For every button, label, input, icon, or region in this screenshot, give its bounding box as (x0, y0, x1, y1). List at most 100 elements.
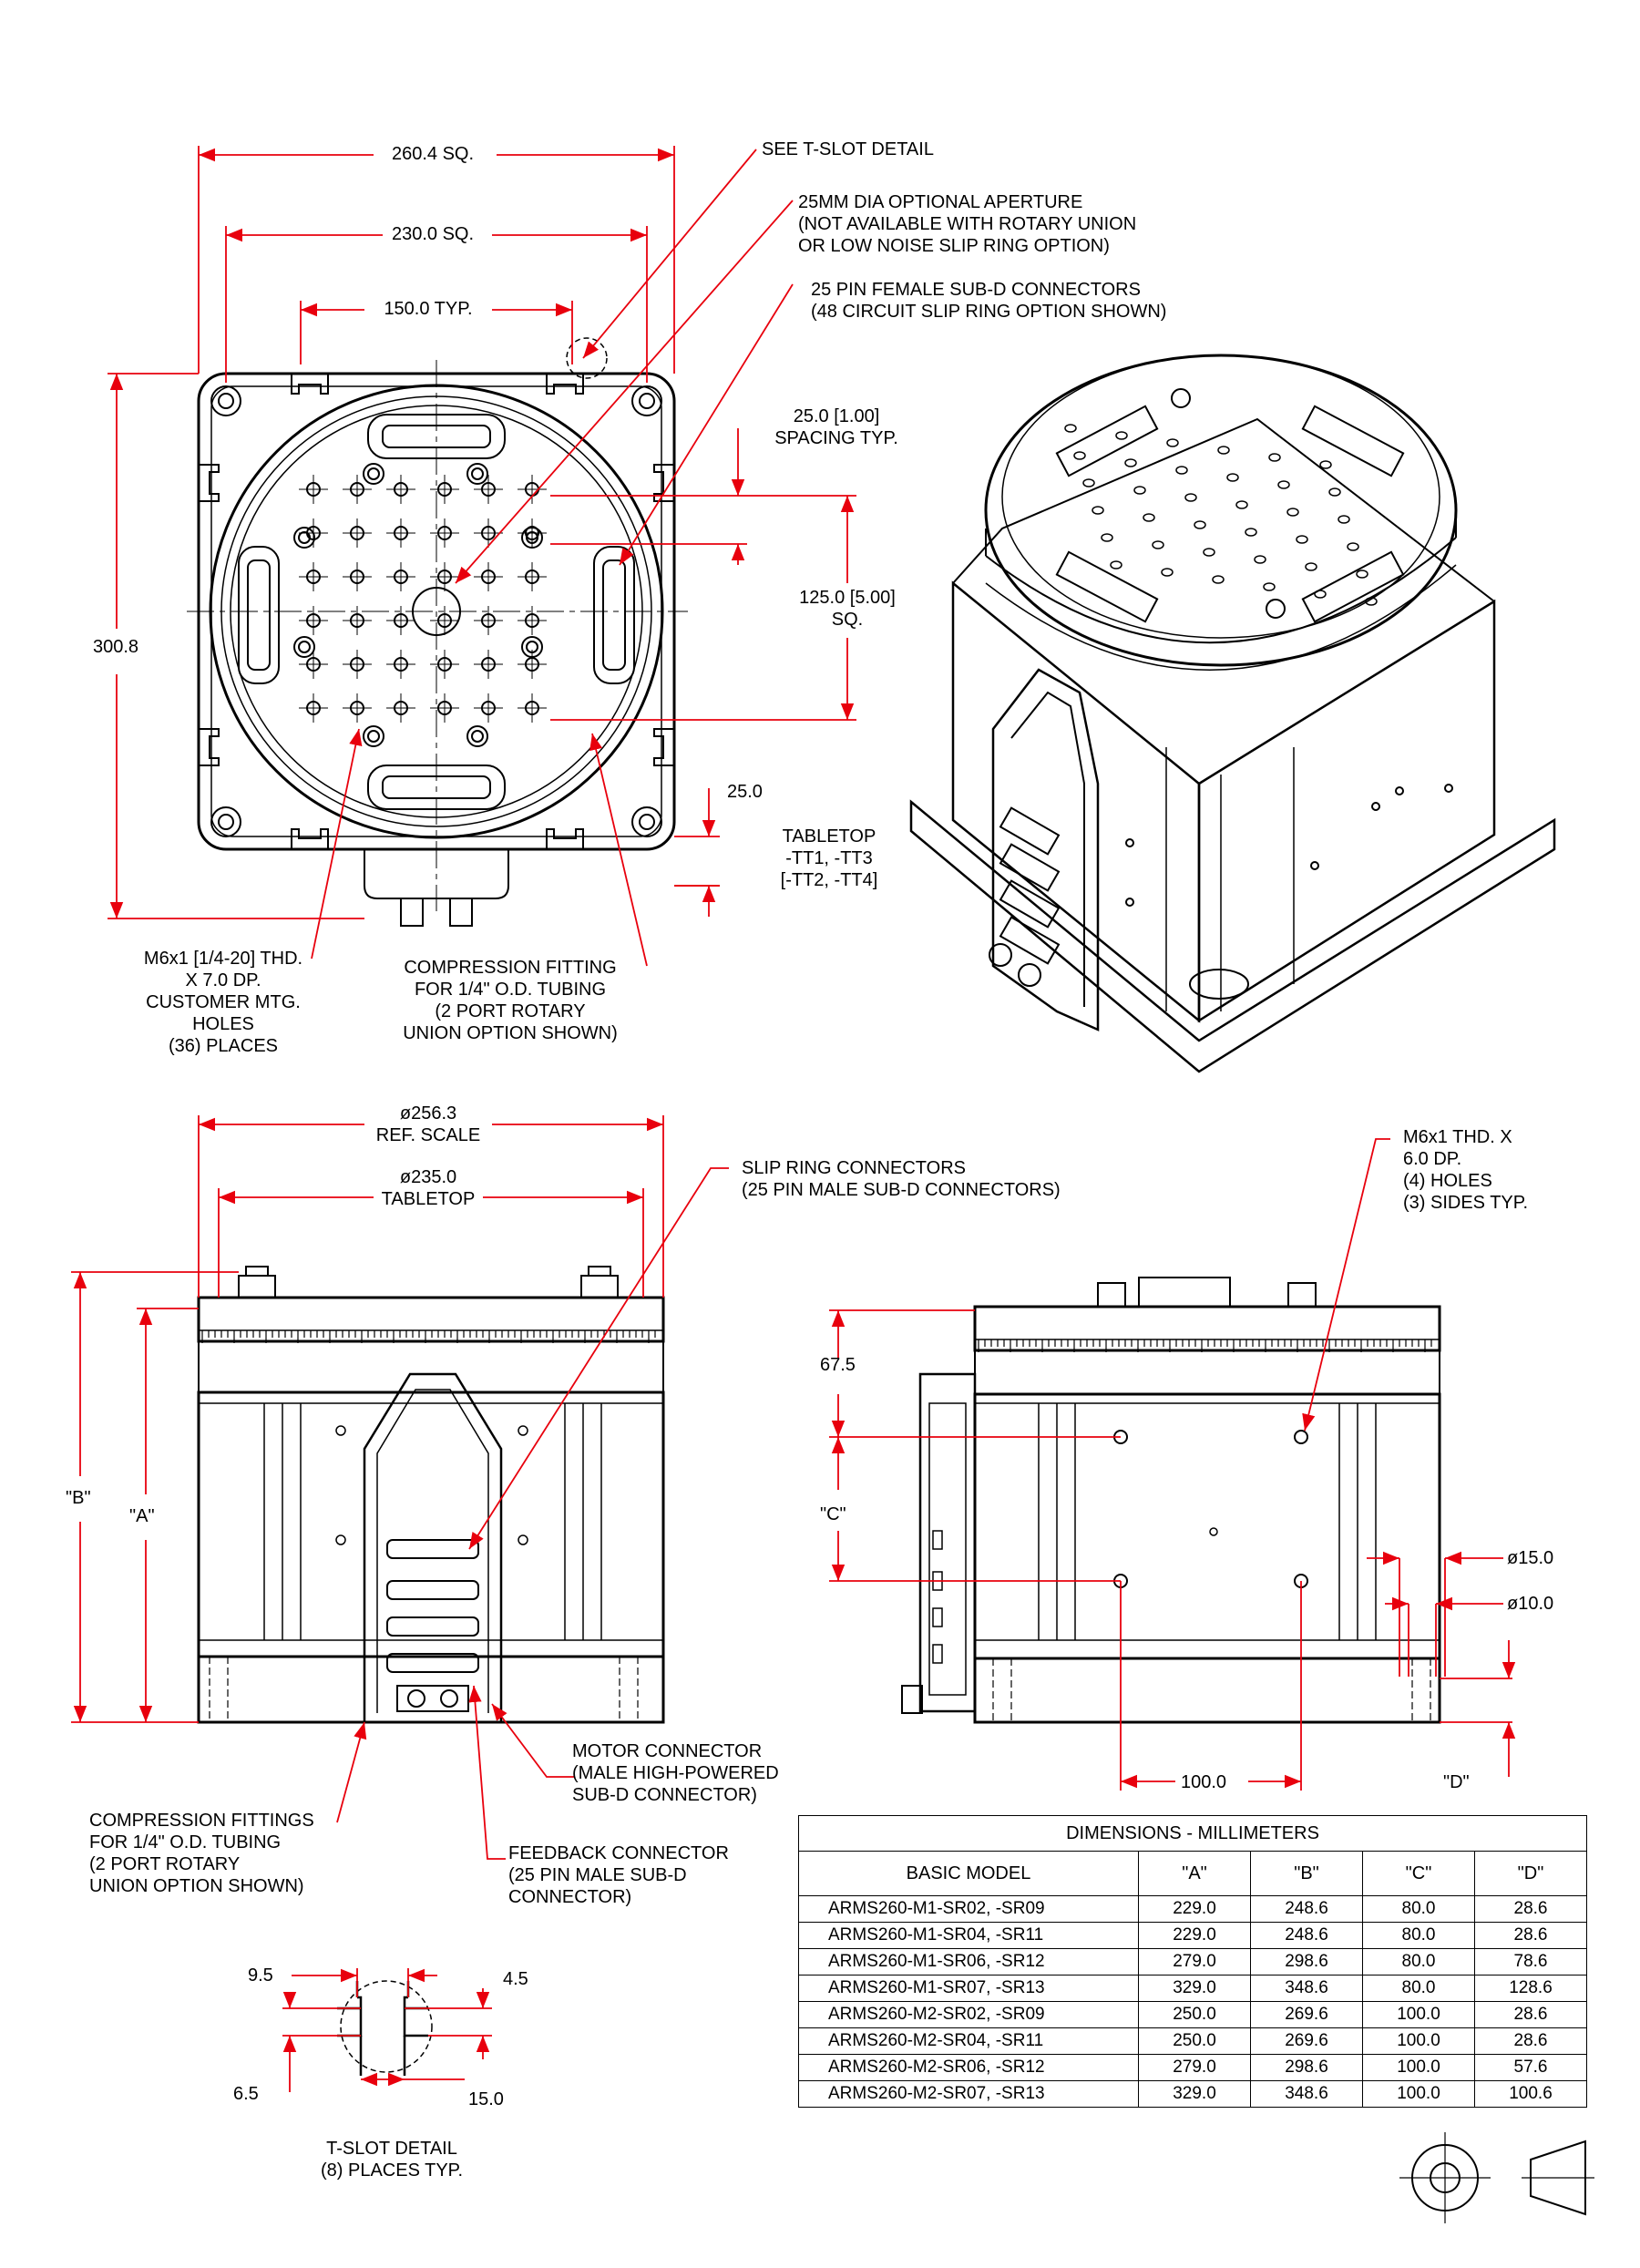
iso-hole (1314, 590, 1327, 599)
iso-hole (1064, 424, 1077, 433)
iso-hole (1226, 473, 1239, 482)
iso-hole (1254, 555, 1266, 564)
value-cell: 248.6 (1250, 1895, 1363, 1923)
table-caption: DIMENSIONS - MILLIMETERS (798, 1815, 1587, 1852)
value-cell: 348.6 (1250, 1975, 1363, 2002)
iso-hole (1194, 520, 1206, 529)
side-view-dimensions (829, 1138, 1516, 1791)
dim-b: "B" (66, 1488, 91, 1508)
top-view-dimensions (108, 146, 856, 967)
dim-230-sq: 230.0 SQ. (391, 224, 475, 244)
iso-hole (1143, 513, 1155, 522)
tslot-dim-4-5: 4.5 (503, 1969, 528, 1989)
iso-hole (1328, 487, 1341, 497)
value-cell: 250.0 (1138, 2027, 1251, 2055)
model-cell: ARMS260-M2-SR04, -SR11 (798, 2027, 1139, 2055)
value-cell: 329.0 (1138, 2080, 1251, 2108)
iso-hole (1152, 540, 1164, 549)
dim-c: "C" (820, 1504, 846, 1524)
iso-hole (1365, 597, 1378, 606)
iso-hole (1166, 438, 1179, 447)
callout-slip-ring: SLIP RING CONNECTORS (25 PIN MALE SUB-D … (742, 1158, 1061, 1200)
model-cell: ARMS260-M1-SR04, -SR11 (798, 1922, 1139, 1949)
tslot-dim-6-5: 6.5 (233, 2084, 259, 2104)
value-cell: 128.6 (1474, 1975, 1587, 2002)
dowel-hole (293, 527, 315, 549)
iso-hole (1092, 506, 1104, 515)
model-cell: ARMS260-M1-SR02, -SR09 (798, 1895, 1139, 1923)
value-cell: 100.0 (1362, 2080, 1475, 2108)
value-cell: 80.0 (1362, 1948, 1475, 1976)
value-cell: 229.0 (1138, 1922, 1251, 1949)
callout-aperture: 25MM DIA OPTIONAL APERTURE (NOT AVAILABL… (798, 192, 1137, 256)
iso-hole (1347, 542, 1359, 551)
dimensions-table: DIMENSIONS - MILLIMETERS BASIC MODEL "A"… (798, 1815, 1587, 2108)
iso-hole (1217, 446, 1230, 455)
value-cell: 269.6 (1250, 2001, 1363, 2028)
callout-tabletop: TABLETOP -TT1, -TT3 [-TT2, -TT4] (780, 826, 878, 890)
value-cell: 28.6 (1474, 1922, 1587, 1949)
tslot-detail (337, 1980, 433, 2076)
iso-hole (1296, 535, 1308, 544)
value-cell: 28.6 (1474, 2001, 1587, 2028)
iso-hole (1184, 493, 1197, 502)
iso-hole (1235, 500, 1248, 509)
value-cell: 229.0 (1138, 1895, 1251, 1923)
dowel-hole (293, 636, 315, 658)
iso-hole (1305, 562, 1317, 571)
tslot-dim-9-5: 9.5 (248, 1965, 273, 1986)
iso-hole (1356, 570, 1368, 579)
value-cell: 80.0 (1362, 1975, 1475, 2002)
front-scale-ticks (201, 1330, 656, 1343)
tslot-dim-15: 15.0 (468, 2089, 504, 2109)
iso-hole (1212, 575, 1225, 584)
callout-mtg-holes: M6x1 [1/4-20] THD. X 7.0 DP. CUSTOMER MT… (143, 949, 303, 1056)
value-cell: 250.0 (1138, 2001, 1251, 2028)
iso-hole (1263, 582, 1276, 591)
iso-hole (1101, 533, 1113, 542)
col-b: "B" (1250, 1851, 1363, 1896)
dim-256-ref-scale: ø256.3 REF. SCALE (375, 1103, 481, 1145)
col-basic-model: BASIC MODEL (798, 1851, 1139, 1896)
value-cell: 78.6 (1474, 1948, 1587, 1976)
tslot-dimensions (282, 1968, 492, 2092)
dim-25: 25.0 (727, 782, 763, 802)
dim-100: 100.0 (1181, 1772, 1227, 1792)
tslot-caption: T-SLOT DETAIL (8) PLACES TYP. (321, 2139, 463, 2181)
col-d: "D" (1474, 1851, 1587, 1896)
iso-hole (1319, 460, 1332, 469)
side-view (901, 1277, 1441, 1724)
iso-hole (1268, 453, 1281, 462)
third-angle-projection-symbol (1399, 2132, 1594, 2223)
iso-hole (1203, 548, 1215, 557)
callout-m6-holes: M6x1 THD. X 6.0 DP. (4) HOLES (3) SIDES … (1403, 1127, 1529, 1213)
callout-feedback-connector: FEEDBACK CONNECTOR (25 PIN MALE SUB-D CO… (508, 1843, 729, 1907)
iso-hole (1073, 451, 1086, 460)
value-cell: 348.6 (1250, 2080, 1363, 2108)
dowel-hole (466, 463, 488, 485)
iso-hole (1277, 480, 1290, 489)
top-view (187, 337, 688, 927)
dim-235-tabletop: ø235.0 TABLETOP (381, 1167, 476, 1209)
iso-hole (1110, 560, 1122, 570)
value-cell: 100.0 (1362, 2001, 1475, 2028)
callout-tslot: SEE T-SLOT DETAIL (762, 139, 934, 159)
iso-hole (1133, 486, 1146, 495)
mounting-hole-grid (293, 463, 547, 747)
model-cell: ARMS260-M1-SR06, -SR12 (798, 1948, 1139, 1976)
dim-150-typ: 150.0 TYP. (384, 299, 473, 319)
value-cell: 269.6 (1250, 2027, 1363, 2055)
value-cell: 80.0 (1362, 1895, 1475, 1923)
callout-compression-fittings: COMPRESSION FITTINGS FOR 1/4" O.D. TUBIN… (89, 1811, 314, 1896)
dim-300-8: 300.8 (93, 637, 139, 657)
value-cell: 100.0 (1362, 2054, 1475, 2081)
iso-hole (1338, 515, 1350, 524)
dim-67-5: 67.5 (820, 1355, 856, 1375)
dowel-hole (363, 463, 384, 485)
dim-d: "D" (1443, 1772, 1470, 1792)
